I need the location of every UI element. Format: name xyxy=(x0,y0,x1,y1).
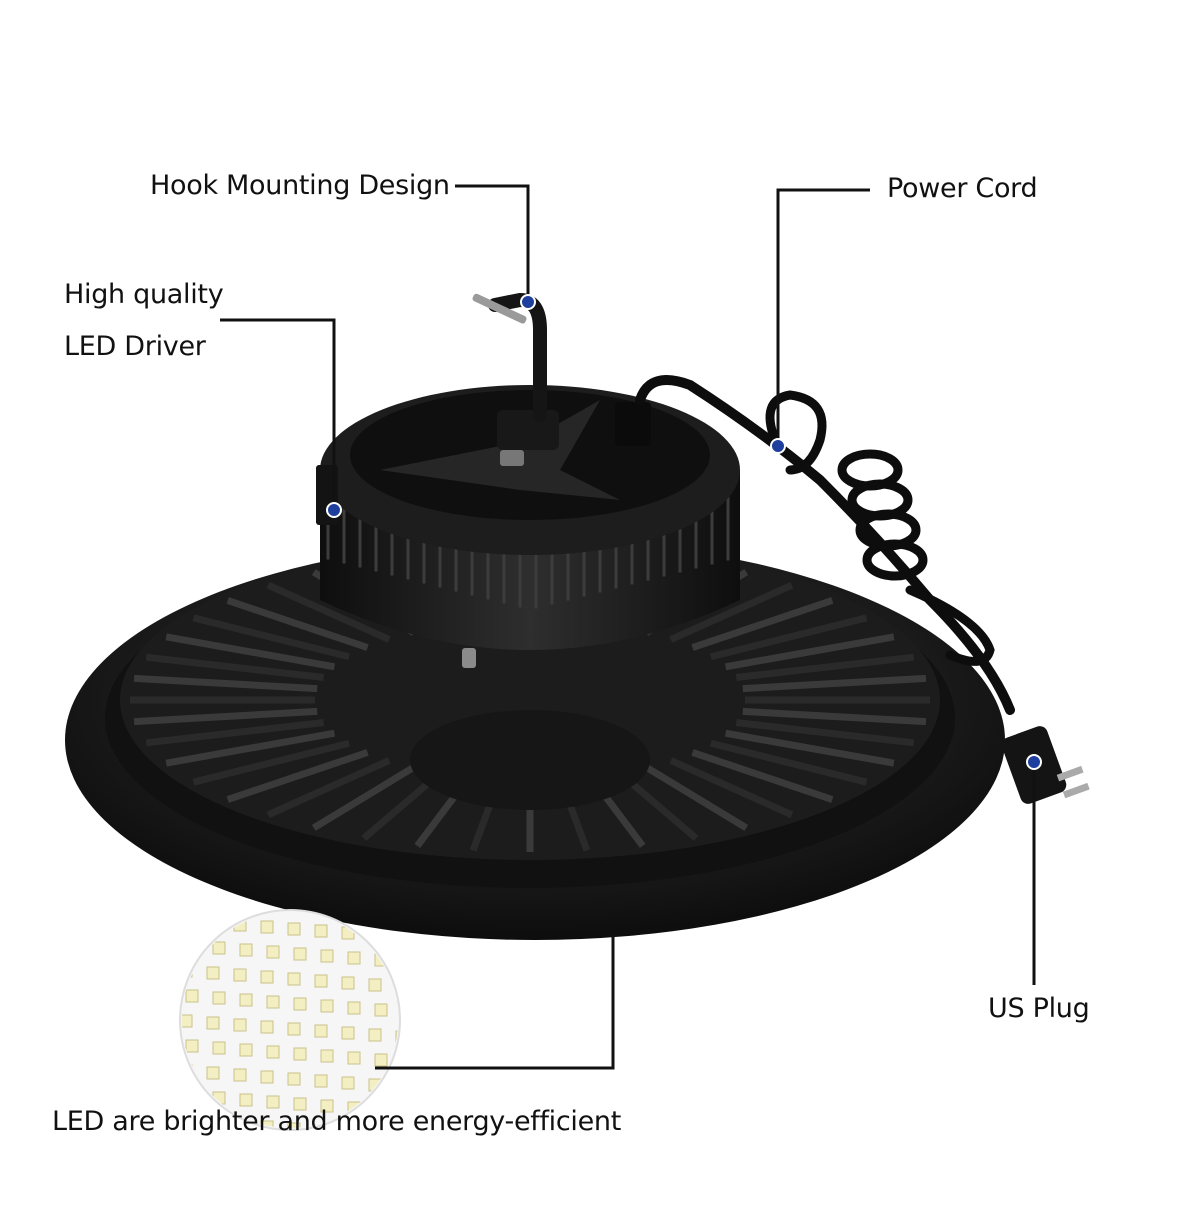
led-driver xyxy=(316,385,740,668)
marker-dots xyxy=(326,294,1042,770)
us-plug-label: US Plug xyxy=(988,993,1090,1024)
lamp-housing xyxy=(65,540,1005,940)
hook-mounting-label: Hook Mounting Design xyxy=(150,170,450,201)
leader-lines xyxy=(220,184,1036,1070)
us-plug xyxy=(1001,726,1090,804)
power-cord xyxy=(635,375,1015,715)
led-caption: LED are brighter and more energy-efficie… xyxy=(52,1106,622,1137)
mounting-hook xyxy=(472,292,547,422)
driver-label-line2: LED Driver xyxy=(64,331,206,362)
driver-label-line1: High quality xyxy=(64,279,224,310)
power-cord-label: Power Cord xyxy=(887,173,1038,204)
